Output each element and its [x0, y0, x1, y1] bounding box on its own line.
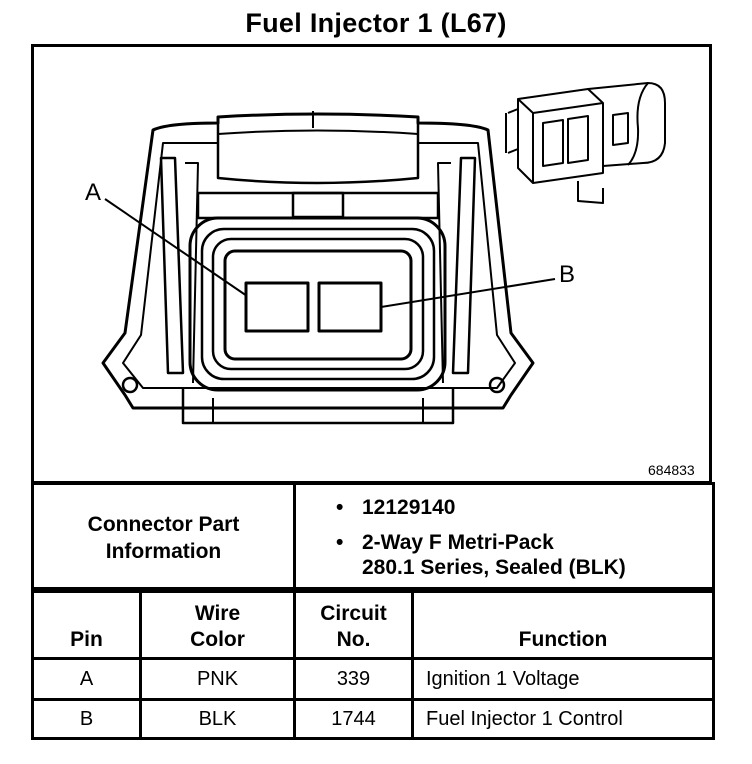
header-circuit: Circuit No. [293, 587, 414, 660]
right-rail-inner [437, 162, 451, 384]
connector-body-outline [101, 112, 535, 410]
connector-perspective-view [505, 82, 666, 204]
part-number-item: • 12129140 [336, 495, 712, 520]
latch-tab [291, 191, 345, 219]
pin-a-callout: A [85, 179, 101, 206]
left-mount-ear [121, 376, 139, 394]
connector-description-line2: 280.1 Series, Sealed (BLK) [362, 556, 626, 579]
pin-cell: A [31, 657, 142, 701]
connector-info-label-line1: Connector Part [87, 512, 240, 536]
bullet-icon: • [336, 531, 344, 554]
page-title: Fuel Injector 1 (L67) [245, 8, 507, 38]
bullet-icon: • [336, 496, 344, 519]
table-row: A PNK 339 Ignition 1 Voltage [31, 657, 715, 701]
latch-top [216, 123, 420, 185]
header-wire-color: Wire Color [139, 587, 296, 660]
pin-b-callout: B [559, 261, 575, 288]
wire-color-cell: PNK [139, 657, 296, 701]
part-number: 12129140 [362, 496, 456, 519]
seal-ring-inner [211, 237, 425, 371]
terminal-cavity-frame [223, 249, 413, 361]
connector-body-inner [122, 129, 516, 389]
wire-color-cell: BLK [139, 698, 296, 740]
latch-base [196, 191, 440, 220]
table-row: B BLK 1744 Fuel Injector 1 Control [31, 698, 715, 740]
function-cell: Fuel Injector 1 Control [411, 698, 715, 740]
figure-number: 684833 [648, 462, 695, 478]
header-pin: Pin [31, 587, 142, 660]
header-wire-color-line2: Color [190, 628, 245, 651]
header-wire-color-line1: Wire [194, 602, 241, 625]
header-circuit-line2: No. [336, 628, 371, 651]
bottom-skirt [181, 388, 455, 425]
function-cell: Ignition 1 Voltage [411, 657, 715, 701]
circuit-cell: 1744 [293, 698, 414, 740]
connector-info-bullets: • 12129140 • 2-Way F Metri-Pack 280.1 Se… [293, 482, 715, 593]
pin-cell: B [31, 698, 142, 740]
terminal-cavity-a [244, 281, 310, 333]
bottom-skirt-tabs [212, 398, 424, 423]
leader-line-b [380, 278, 556, 308]
pin-table-header: Pin Wire Color Circuit No. Function [31, 587, 715, 660]
pin-table: Pin Wire Color Circuit No. Function A PN… [31, 587, 715, 740]
connector-info-table: Connector Part Information • 12129140 • … [31, 482, 715, 593]
connector-description-item: • 2-Way F Metri-Pack 280.1 Series, Seale… [336, 530, 712, 580]
right-mount-ear [488, 376, 506, 394]
circuit-cell: 339 [293, 657, 414, 701]
header-function: Function [411, 587, 715, 660]
connector-description-line1: 2-Way F Metri-Pack [362, 531, 554, 554]
right-rail [451, 156, 477, 375]
connector-face-drawing: A B [85, 82, 666, 425]
seal-ring-outer [188, 216, 447, 392]
connector-info-label: Connector Part Information [31, 482, 296, 593]
left-rail-inner [185, 162, 199, 384]
seal-ring-middle [200, 227, 436, 381]
leader-line-a [104, 198, 248, 297]
header-circuit-line1: Circuit [320, 602, 387, 625]
connector-diagram-frame: A B 684833 [31, 44, 712, 484]
connector-info-label-line2: Information [105, 539, 222, 563]
terminal-cavity-b [317, 281, 383, 333]
left-rail [159, 156, 185, 375]
